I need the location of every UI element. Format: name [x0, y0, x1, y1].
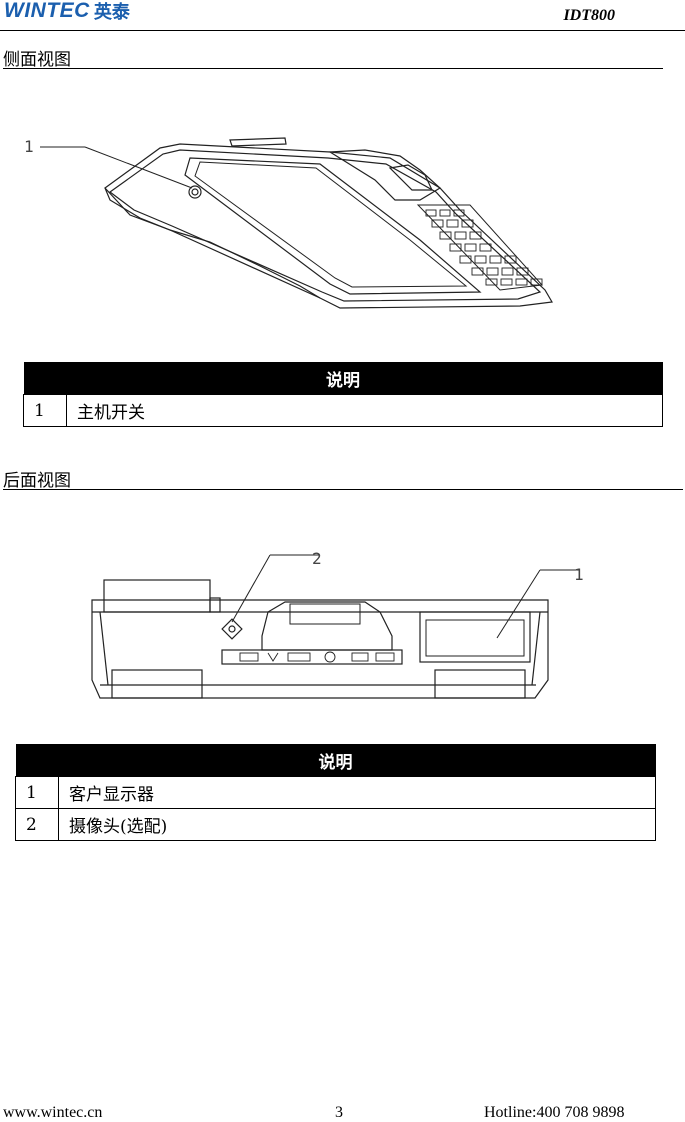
footer-website: www.wintec.cn [3, 1104, 103, 1121]
rear-row-2-desc: 摄像头(选配) [58, 808, 656, 841]
rear-callout-1: 1 [574, 565, 584, 584]
side-view-drawing: 1 [24, 137, 553, 309]
rear-view-rule [3, 489, 683, 490]
rear-view-legend-table: 说明 1 客户显示器 2 摄像头(选配) [15, 744, 656, 841]
rear-row-2-num: 2 [15, 808, 59, 841]
side-callout-1: 1 [24, 137, 34, 156]
rear-view-title: 后面视图 [3, 471, 71, 491]
rear-callout-2: 2 [312, 549, 322, 568]
table-row: 1 主机开关 [23, 394, 663, 427]
side-view-rule [3, 68, 663, 69]
side-view-legend-table: 说明 1 主机开关 [23, 362, 663, 427]
brand-logo-cn: 英泰 [93, 2, 130, 23]
side-row-1-desc: 主机开关 [66, 394, 663, 427]
brand-logo-text: WINTEC [4, 0, 90, 22]
side-legend-header: 说明 [23, 362, 663, 395]
footer-hotline: Hotline:400 708 9898 [484, 1104, 625, 1121]
rear-row-1-num: 1 [15, 776, 59, 809]
table-row: 1 客户显示器 [15, 776, 656, 809]
rear-view-drawing: 2 1 [91, 549, 584, 699]
footer-page-number: 3 [335, 1104, 343, 1121]
rear-legend-header: 说明 [15, 744, 656, 777]
brand-logo: WINTEC 英泰 [4, 0, 130, 23]
side-row-1-num: 1 [23, 394, 67, 427]
table-row: 2 摄像头(选配) [15, 808, 656, 841]
header-rule [0, 30, 685, 31]
rear-row-1-desc: 客户显示器 [58, 776, 656, 809]
side-view-title: 侧面视图 [3, 50, 71, 70]
model-name: IDT800 [563, 7, 615, 24]
